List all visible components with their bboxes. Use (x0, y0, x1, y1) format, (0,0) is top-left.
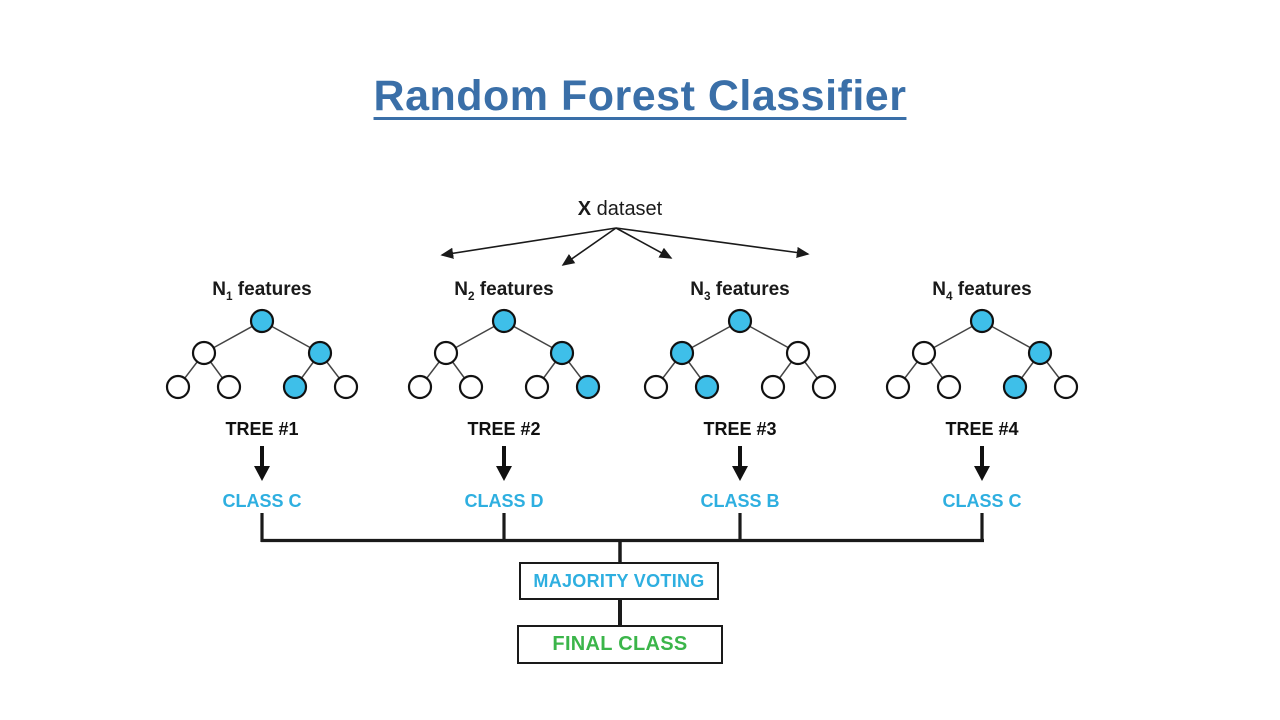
features-sub: 2 (467, 289, 475, 303)
tree-number-label: TREE #4 (945, 419, 1019, 439)
features-sub: 1 (225, 289, 233, 303)
final-class-label: FINAL CLASS (552, 633, 688, 655)
tree-number-label: TREE #1 (225, 419, 299, 439)
tree-node-right (1027, 340, 1053, 366)
tree-column-4: N4 features TREE #4 CLASS C (862, 280, 1102, 512)
final-class-box: FINAL CLASS (517, 625, 723, 664)
tree-node-leaf-3 (760, 374, 786, 400)
tree-node-leaf-2 (458, 374, 484, 400)
features-n: N (690, 279, 704, 300)
down-arrow-icon (496, 446, 512, 481)
tree-node-right (785, 340, 811, 366)
tree-node-leaf-1 (165, 374, 191, 400)
features-word: features (952, 279, 1032, 300)
features-n: N (212, 279, 226, 300)
tree-node-left (191, 340, 217, 366)
class-prediction-label: CLASS C (942, 491, 1022, 511)
tree-number-label: TREE #3 (703, 419, 777, 439)
class-prediction-label: CLASS B (700, 491, 780, 511)
majority-voting-label: MAJORITY VOTING (533, 570, 705, 591)
features-word: features (474, 279, 554, 300)
tree-column-1: N1 features TREE #1 CLASS C (142, 280, 382, 512)
decision-tree-diagram (407, 308, 601, 400)
tree-node-leaf-1 (885, 374, 911, 400)
tree-node-left (911, 340, 937, 366)
tree-node-leaf-1 (643, 374, 669, 400)
features-label: N3 features (690, 279, 790, 303)
down-arrow-icon (732, 446, 748, 481)
tree-node-leaf-1 (407, 374, 433, 400)
tree-node-right (549, 340, 575, 366)
tree-node-right (307, 340, 333, 366)
tree-node-root (249, 308, 275, 334)
voting-connector-lines (260, 513, 984, 564)
features-n: N (932, 279, 946, 300)
tree-node-leaf-2 (936, 374, 962, 400)
tree-number-label: TREE #2 (467, 419, 541, 439)
class-prediction-label: CLASS D (464, 491, 544, 511)
down-arrow-icon (254, 446, 270, 481)
tree-node-left (433, 340, 459, 366)
tree-node-left (669, 340, 695, 366)
tree-column-3: N3 features TREE #3 CLASS B (620, 280, 860, 512)
features-label: N2 features (454, 279, 554, 303)
box-connector-line (618, 599, 622, 626)
tree-node-leaf-4 (575, 374, 601, 400)
tree-node-leaf-2 (216, 374, 242, 400)
dataset-fanout-arrows-icon (440, 227, 810, 266)
class-prediction-label: CLASS C (222, 491, 302, 511)
tree-node-root (491, 308, 517, 334)
down-arrow-icon (974, 446, 990, 481)
tree-node-leaf-3 (282, 374, 308, 400)
dataset-label-x: X (577, 198, 592, 220)
features-n: N (454, 279, 468, 300)
features-word: features (710, 279, 790, 300)
tree-node-leaf-3 (524, 374, 550, 400)
tree-node-leaf-2 (694, 374, 720, 400)
decision-tree-diagram (165, 308, 359, 400)
tree-node-leaf-4 (1053, 374, 1079, 400)
tree-node-leaf-4 (333, 374, 359, 400)
features-word: features (232, 279, 312, 300)
tree-column-2: N2 features TREE #2 CLASS D (384, 280, 624, 512)
features-sub: 4 (945, 289, 953, 303)
tree-node-leaf-4 (811, 374, 837, 400)
tree-node-root (969, 308, 995, 334)
features-label: N1 features (212, 279, 312, 303)
decision-tree-diagram (643, 308, 837, 400)
dataset-label: X dataset (540, 198, 700, 221)
tree-node-root (727, 308, 753, 334)
tree-node-leaf-3 (1002, 374, 1028, 400)
dataset-label-rest: dataset (591, 198, 663, 220)
majority-voting-box: MAJORITY VOTING (519, 562, 719, 600)
decision-tree-diagram (885, 308, 1079, 400)
features-label: N4 features (932, 279, 1032, 303)
page-title: Random Forest Classifier (373, 72, 907, 120)
features-sub: 3 (703, 289, 711, 303)
